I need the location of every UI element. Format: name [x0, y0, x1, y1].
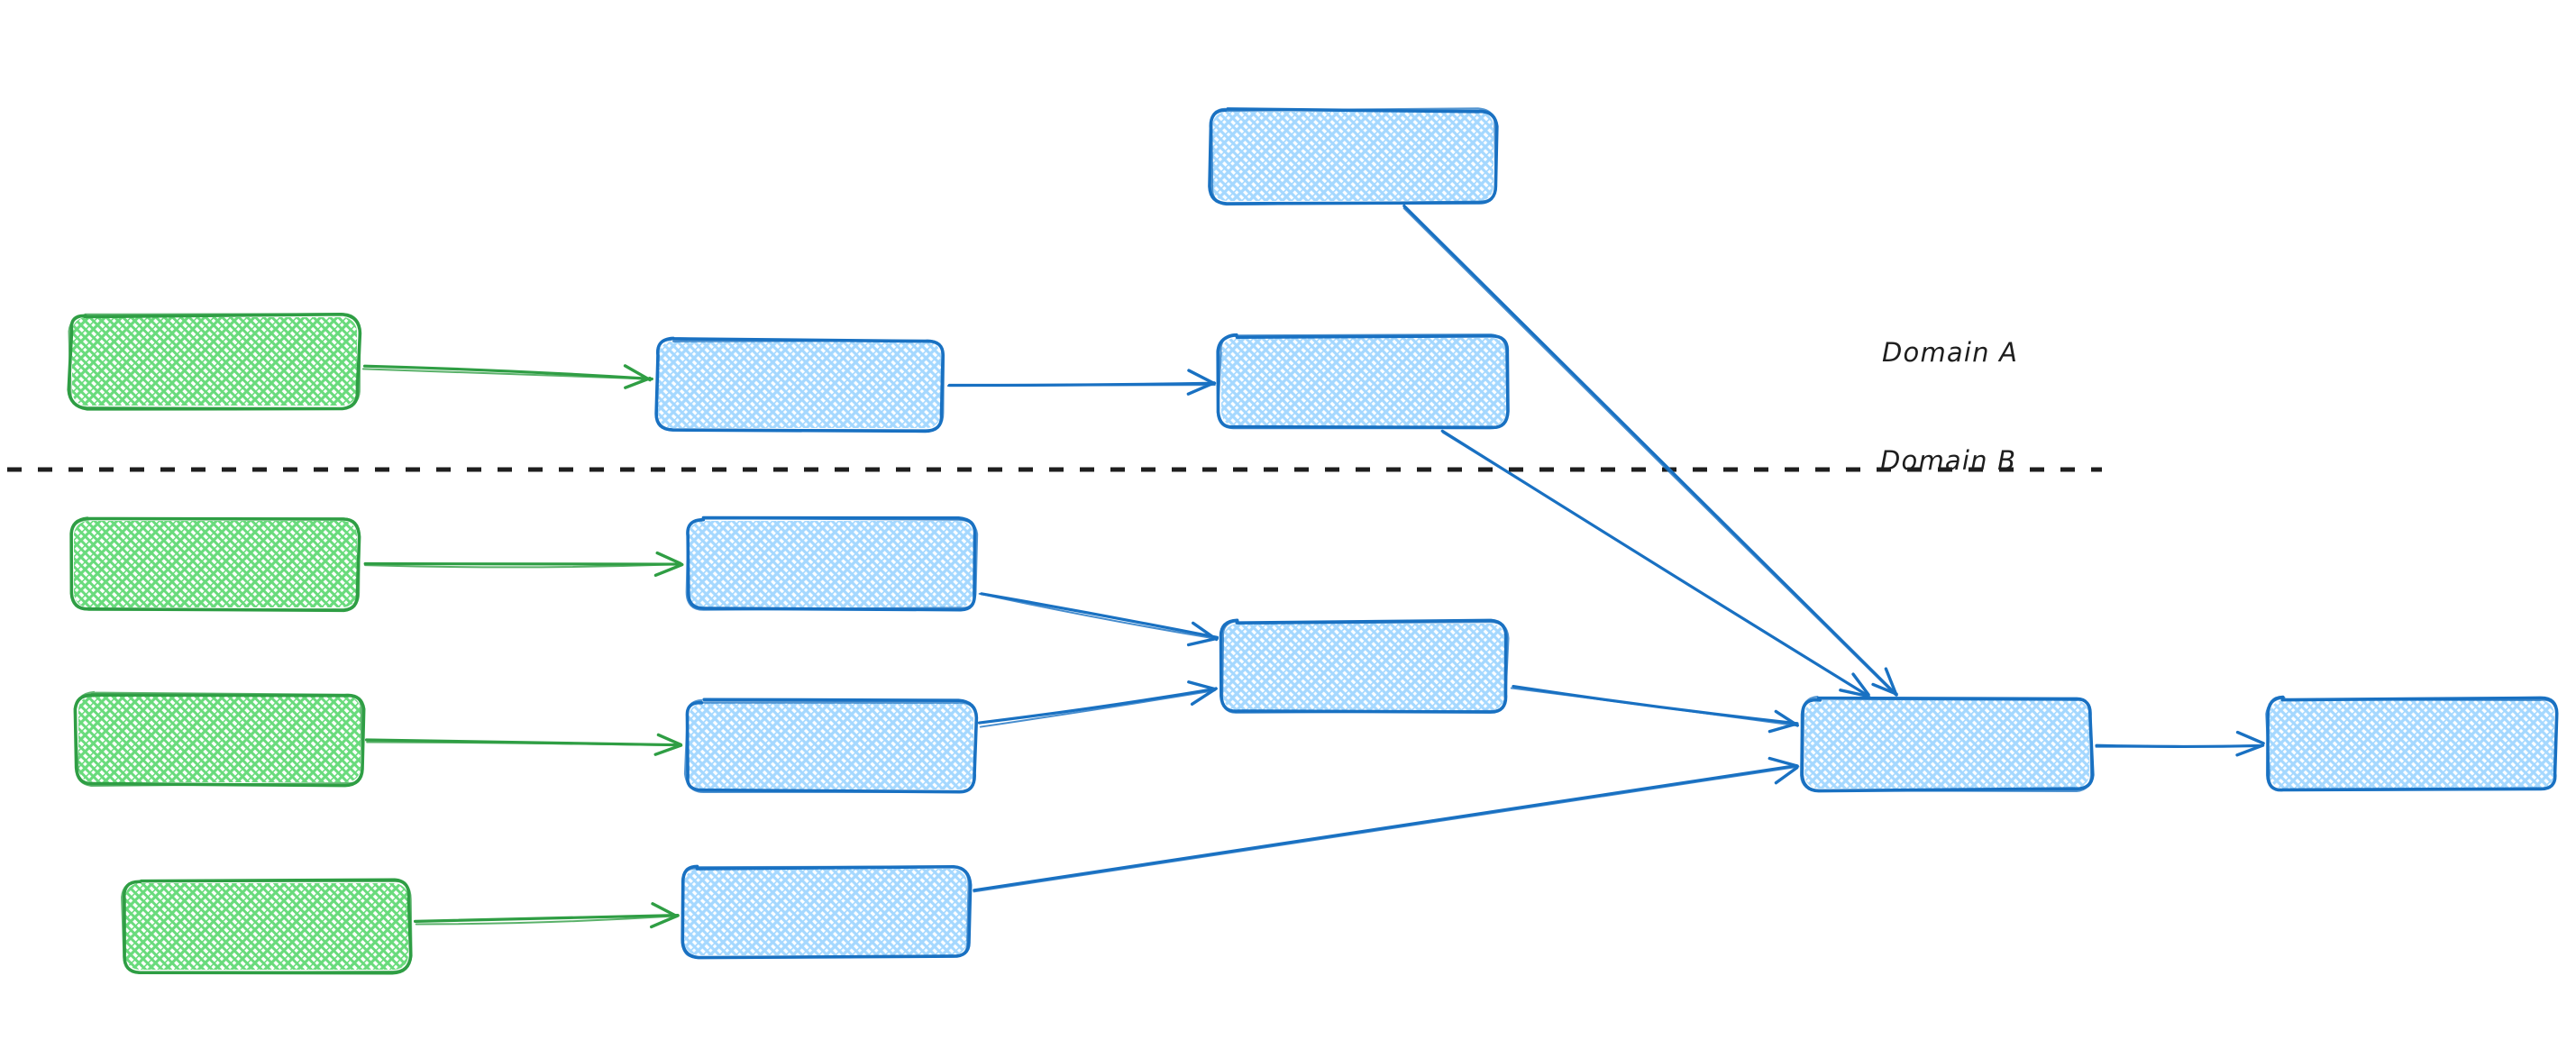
- node-outline: [73, 690, 364, 787]
- node-g4[interactable]: [121, 878, 413, 975]
- edges-layer: [361, 204, 2265, 929]
- node-fill: [1223, 624, 1505, 710]
- node-outline: [2265, 696, 2558, 791]
- node-b5[interactable]: [681, 864, 973, 960]
- edge-e1[interactable]: [361, 364, 653, 389]
- arrowhead: [649, 914, 680, 929]
- arrowhead: [1186, 636, 1219, 647]
- nodes-layer: [67, 107, 2559, 975]
- arrowhead: [656, 733, 682, 746]
- node-fill: [72, 317, 357, 406]
- edge-line: [361, 368, 651, 380]
- arrowhead: [1186, 381, 1216, 396]
- edge-line: [979, 689, 1216, 728]
- node-b2[interactable]: [1216, 333, 1510, 430]
- domain-b-label: Domain B: [1880, 445, 2017, 476]
- node-outline: [68, 313, 361, 410]
- edge-line: [978, 592, 1219, 640]
- node-outline: [1800, 696, 2093, 793]
- edge-e10[interactable]: [1510, 684, 1799, 734]
- arrowhead: [2235, 730, 2265, 745]
- edge-line: [413, 913, 680, 923]
- node-fill: [658, 342, 941, 428]
- edge-line: [362, 364, 653, 381]
- edge-line: [366, 741, 681, 747]
- node-outline: [655, 338, 945, 432]
- node-g1[interactable]: [67, 313, 362, 411]
- node-b0[interactable]: [1208, 107, 1499, 206]
- node-outline: [683, 698, 978, 793]
- edge-e5[interactable]: [363, 551, 684, 578]
- edge-line: [415, 915, 677, 926]
- edge-line: [977, 687, 1218, 725]
- node-outline: [1210, 107, 1497, 206]
- arrowhead: [1187, 680, 1217, 691]
- edge-e11[interactable]: [973, 756, 1800, 893]
- edge-e2[interactable]: [946, 369, 1217, 396]
- node-fill: [1212, 112, 1494, 201]
- node-fill: [1804, 700, 2089, 789]
- arrowhead: [1884, 667, 1898, 697]
- node-outline: [1220, 620, 1510, 714]
- node-b6[interactable]: [1219, 618, 1510, 714]
- node-fill: [78, 696, 361, 782]
- arrowhead: [2235, 743, 2265, 757]
- edge-line: [1510, 687, 1798, 727]
- edge-e4[interactable]: [1440, 429, 1871, 698]
- edge-line: [1441, 431, 1871, 698]
- edge-e3[interactable]: [1402, 204, 1898, 697]
- node-outline: [1216, 333, 1509, 430]
- node-fill: [689, 521, 973, 607]
- arrowhead: [655, 551, 682, 565]
- edge-line: [2095, 744, 2263, 748]
- edge-e9[interactable]: [977, 680, 1218, 728]
- node-b8[interactable]: [2265, 695, 2559, 792]
- node-g3[interactable]: [73, 690, 366, 788]
- edge-line: [1512, 684, 1799, 725]
- arrowhead: [1839, 689, 1869, 698]
- node-b7[interactable]: [1800, 696, 2095, 793]
- edge-line: [973, 765, 1800, 893]
- edge-e12[interactable]: [2095, 730, 2265, 757]
- node-fill: [1221, 338, 1506, 426]
- edge-e8[interactable]: [978, 592, 1219, 647]
- arrowhead: [1774, 766, 1799, 785]
- node-g2[interactable]: [69, 516, 361, 613]
- edge-line: [364, 563, 683, 569]
- node-fill: [74, 521, 357, 607]
- arrowhead: [1851, 672, 1870, 697]
- edge-line: [1402, 204, 1898, 697]
- arrowhead: [1871, 682, 1898, 696]
- edge-e6[interactable]: [364, 733, 683, 756]
- arrowhead: [1187, 369, 1216, 386]
- node-fill: [684, 869, 967, 955]
- node-outline: [681, 865, 970, 959]
- node-outline: [121, 880, 413, 974]
- arrowhead: [651, 902, 679, 918]
- node-b1[interactable]: [654, 336, 945, 433]
- node-b4[interactable]: [683, 698, 979, 794]
- edge-line: [980, 592, 1219, 639]
- edge-line: [946, 384, 1216, 388]
- arrowhead: [624, 377, 652, 389]
- arrowhead: [653, 743, 683, 756]
- domain-a-label: Domain A: [1882, 337, 2019, 368]
- arrowhead: [1768, 722, 1799, 734]
- node-outline: [685, 516, 979, 611]
- edge-line: [363, 561, 682, 566]
- arrowhead: [1192, 621, 1219, 642]
- node-outline: [69, 517, 361, 611]
- node-fill: [125, 883, 408, 970]
- node-fill: [2270, 700, 2554, 789]
- edge-e7[interactable]: [413, 902, 680, 929]
- arrowhead: [623, 364, 652, 382]
- arrowhead: [653, 562, 684, 578]
- node-b3[interactable]: [685, 515, 979, 612]
- edge-line: [973, 763, 1798, 892]
- node-fill: [689, 703, 973, 789]
- edge-line: [1402, 207, 1896, 697]
- arrowhead: [1768, 756, 1799, 768]
- arrowhead: [1190, 687, 1218, 707]
